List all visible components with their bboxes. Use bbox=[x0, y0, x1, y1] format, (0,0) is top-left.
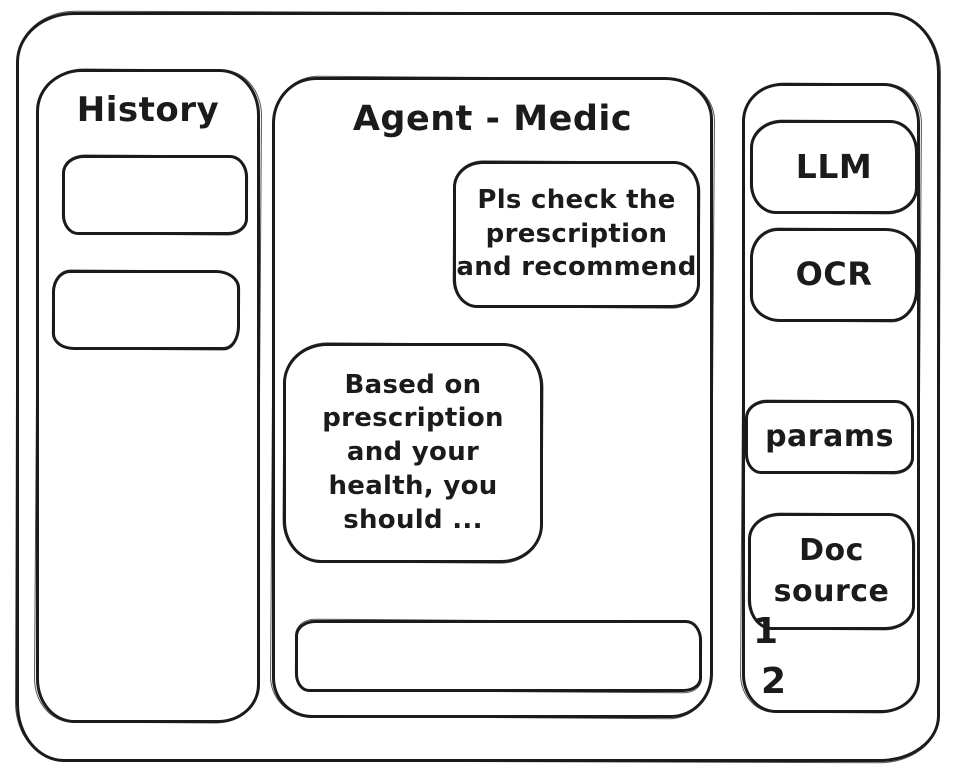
chat-input[interactable] bbox=[295, 620, 702, 692]
user-message-text: Pls check the prescription and recommend bbox=[456, 184, 697, 283]
history-panel: History bbox=[36, 69, 260, 723]
history-item[interactable] bbox=[62, 155, 248, 235]
tools-panel: LLM OCR params Doc source 1 2 bbox=[742, 83, 920, 713]
history-item[interactable] bbox=[52, 270, 240, 350]
annotation-number-2: 2 bbox=[761, 661, 787, 702]
assistant-message-bubble: Based on prescription and your health, y… bbox=[283, 343, 543, 563]
tool-button-doc-source[interactable]: Doc source bbox=[748, 513, 915, 630]
user-message-bubble: Pls check the prescription and recommend bbox=[453, 161, 700, 308]
tool-button-ocr[interactable]: OCR bbox=[750, 228, 918, 322]
annotation-number-1: 1 bbox=[753, 611, 779, 652]
tool-button-params[interactable]: params bbox=[745, 400, 914, 474]
tool-button-llm[interactable]: LLM bbox=[750, 120, 918, 214]
chat-title: Agent - Medic bbox=[352, 99, 633, 139]
app-window: History Agent - Medic Pls check the pres… bbox=[16, 12, 940, 762]
history-title: History bbox=[76, 90, 220, 130]
assistant-message-text: Based on prescription and your health, y… bbox=[322, 369, 504, 535]
chat-panel: Agent - Medic Pls check the prescription… bbox=[272, 77, 713, 718]
